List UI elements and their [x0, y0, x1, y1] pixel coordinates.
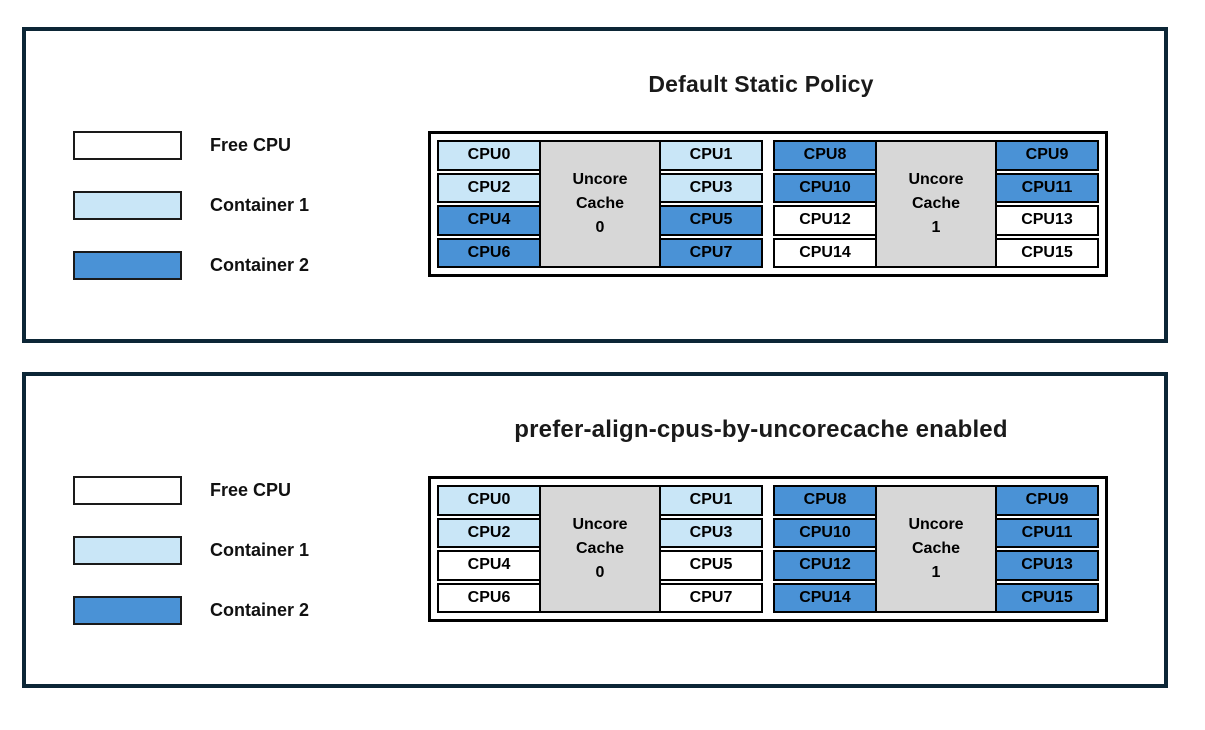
cpu-cell-cpu9: CPU9: [995, 485, 1099, 516]
legend-swatch-container1: [73, 536, 182, 565]
cpu-cell-cpu14: CPU14: [773, 582, 877, 613]
cpu-cell-cpu7: CPU7: [659, 582, 763, 613]
cpu-cell-cpu8: CPU8: [773, 140, 877, 171]
uncore-cache-label-line: Uncore: [908, 171, 964, 188]
panel-default-static-policy: Default Static Policy Free CPU Container …: [22, 27, 1168, 343]
legend-item-free-cpu: Free CPU: [73, 476, 309, 505]
uncore-cache-label-line: 1: [931, 219, 941, 236]
legend-item-container-1: Container 1: [73, 191, 309, 220]
legend-label: Container 1: [210, 540, 310, 560]
legend-swatch-container1: [73, 191, 182, 220]
panel-title: prefer-align-cpus-by-uncorecache enabled: [514, 416, 1008, 443]
cpu-cell-cpu2: CPU2: [437, 172, 541, 203]
cpu-cell-cpu15: CPU15: [995, 582, 1099, 613]
legend-swatch-free-cpu: [73, 476, 182, 505]
uncore-cache-label-line: 1: [931, 564, 941, 581]
legend-label: Free CPU: [210, 480, 292, 500]
legend-swatch-container2: [73, 596, 182, 625]
cpu-cell-cpu11: CPU11: [995, 172, 1099, 203]
cpu-cell-cpu3: CPU3: [659, 517, 763, 548]
legend-swatch-container2: [73, 251, 182, 280]
uncore-cache-label-line: Uncore: [572, 516, 628, 533]
cpu-cell-cpu10: CPU10: [773, 517, 877, 548]
uncore-cache-label-line: Cache: [911, 540, 961, 557]
legend-label: Free CPU: [210, 135, 292, 155]
legend-label: Container 1: [210, 195, 310, 215]
legend-label: Container 2: [210, 600, 310, 620]
cpu-cell-cpu9: CPU9: [995, 140, 1099, 171]
cpu-cell-cpu4: CPU4: [437, 550, 541, 581]
legend-item-container-1: Container 1: [73, 536, 309, 565]
legend-item-free-cpu: Free CPU: [73, 131, 309, 160]
cpu-cell-cpu5: CPU5: [659, 550, 763, 581]
legend-swatch-free-cpu: [73, 131, 182, 160]
cpu-cell-cpu13: CPU13: [995, 550, 1099, 581]
cpu-cell-cpu15: CPU15: [995, 237, 1099, 268]
legend-item-container-2: Container 2: [73, 596, 309, 625]
legend: Free CPU Container 1 Container 2: [73, 476, 309, 625]
cpu-cell-cpu7: CPU7: [659, 237, 763, 268]
panel-prefer-align-cpus-by-uncorecache: prefer-align-cpus-by-uncorecache enabled…: [22, 372, 1168, 688]
uncore-cache-label-line: Cache: [575, 540, 625, 557]
cpu-cell-cpu6: CPU6: [437, 237, 541, 268]
legend-label: Container 2: [210, 255, 310, 275]
cpu-cell-cpu5: CPU5: [659, 205, 763, 236]
uncore-cache-label-line: Uncore: [572, 171, 628, 188]
cpu-cell-cpu13: CPU13: [995, 205, 1099, 236]
uncore-cache-label-line: 0: [595, 219, 605, 236]
legend: Free CPU Container 1 Container 2: [73, 131, 309, 280]
cpu-cell-cpu14: CPU14: [773, 237, 877, 268]
cpu-cell-cpu12: CPU12: [773, 205, 877, 236]
cpu-cell-cpu3: CPU3: [659, 172, 763, 203]
legend-item-container-2: Container 2: [73, 251, 309, 280]
uncore-cache-label-line: Uncore: [908, 516, 964, 533]
cpu-cell-cpu8: CPU8: [773, 485, 877, 516]
cpu-cell-cpu6: CPU6: [437, 582, 541, 613]
cpu-cell-cpu11: CPU11: [995, 517, 1099, 548]
cpu-cell-cpu12: CPU12: [773, 550, 877, 581]
panel-title: Default Static Policy: [648, 71, 874, 97]
cpu-cell-cpu1: CPU1: [659, 140, 763, 171]
cpu-cell-cpu0: CPU0: [437, 140, 541, 171]
uncore-cache-label-line: 0: [595, 564, 605, 581]
cpu-cell-cpu10: CPU10: [773, 172, 877, 203]
cpu-cell-cpu1: CPU1: [659, 485, 763, 516]
cpu-cell-cpu0: CPU0: [437, 485, 541, 516]
cpu-cell-cpu2: CPU2: [437, 517, 541, 548]
uncore-cache-label-line: Cache: [575, 195, 625, 212]
cpu-cell-cpu4: CPU4: [437, 205, 541, 236]
uncore-cache-label-line: Cache: [911, 195, 961, 212]
